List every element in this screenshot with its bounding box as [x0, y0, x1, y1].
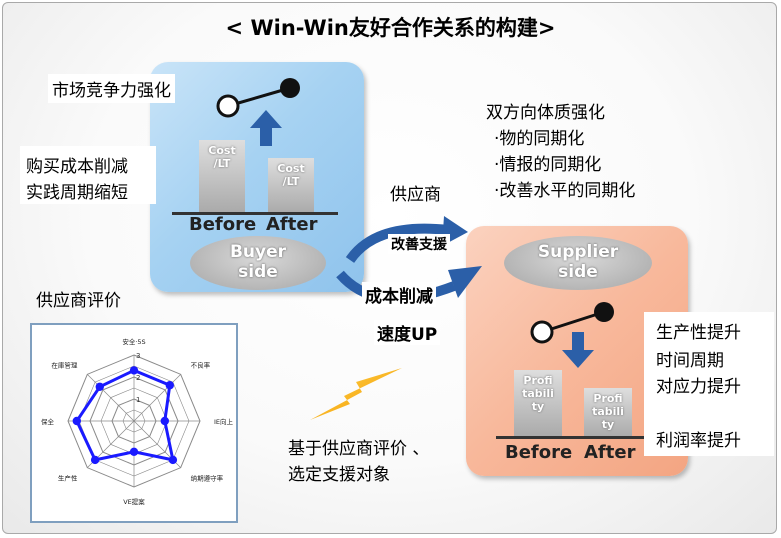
radar-axis-label: IE向上 — [214, 417, 234, 426]
radar-tick-label: 3 — [136, 352, 140, 360]
supplier-before-label: Before — [505, 442, 573, 463]
buyer-cost-line1: 购买成本削减 — [26, 157, 128, 177]
buyer-toggle-graphic — [216, 78, 300, 146]
buyer-after-bar-label: Cost /LT — [277, 162, 305, 188]
supplier-benefit-4: 利润率提升 — [656, 431, 741, 451]
supplier-toggle-graphic — [530, 302, 614, 368]
buyer-after-bar: Cost /LT — [268, 158, 314, 214]
evaluation-note-line2: 选定支援对象 — [288, 465, 390, 485]
sync-item-2: ·情报的同期化 — [494, 155, 602, 175]
slide-title: < Win-Win友好合作关系的构建> — [225, 16, 556, 40]
buyer-cost-panel — [20, 146, 156, 204]
buyer-cost-line2: 实践周期缩短 — [26, 183, 128, 203]
radar-series-line — [75, 368, 175, 462]
supplier-baseline — [496, 436, 656, 439]
radar-axis-label: 保全 — [41, 417, 55, 426]
supplier-before-bar: Profi tabili ty — [514, 370, 562, 438]
flow-support-label: 改善支援 — [388, 234, 450, 254]
radar-data-point — [90, 455, 100, 465]
evaluation-note-line1: 基于供应商评价 、 — [288, 439, 430, 459]
buyer-after-label: After — [266, 214, 318, 235]
supplier-label: 供应商 — [390, 185, 441, 205]
radar-data-point — [165, 381, 174, 390]
supplier-after-label: After — [584, 442, 636, 463]
buyer-competitiveness-label: 市场竞争力强化 — [48, 74, 175, 103]
radar-axis-label: 不良率 — [191, 360, 211, 369]
buyer-baseline — [172, 212, 338, 215]
radar-axis-label: 纳期遵守率 — [191, 474, 224, 483]
supplier-benefit-3: 对应力提升 — [656, 377, 741, 397]
flow-speed-up-label: 速度UP — [374, 320, 441, 345]
radar-data-point — [72, 416, 81, 426]
supplier-after-bar-label: Profi tabili ty — [592, 392, 624, 431]
radar-data-point — [95, 382, 104, 391]
sync-item-1: ·物的同期化 — [494, 129, 585, 149]
evaluation-title: 供应商评价 — [36, 291, 121, 311]
radar-data-point — [129, 366, 139, 375]
supplier-benefits-panel — [644, 312, 774, 456]
buyer-before-bar: Cost /LT — [199, 140, 245, 214]
lightning-icon — [310, 368, 402, 420]
radar-axes — [68, 355, 200, 487]
supplier-after-bar: Profi tabili ty — [584, 388, 632, 438]
radar-axis-label: VE提案 — [123, 497, 145, 506]
supplier-side-badge: Supplier side — [504, 236, 652, 290]
radar-axis-label: 安全·5S — [122, 337, 145, 346]
buyer-side-label: Buyer side — [229, 242, 287, 282]
buyer-before-label: Before — [189, 214, 257, 235]
supplier-side-label: Supplier side — [537, 242, 619, 282]
radar-axis-label: 在庫管理 — [51, 360, 78, 369]
radar-data-point — [129, 447, 139, 456]
radar-axis-label: 生产性 — [58, 474, 78, 483]
radar-axis-line — [133, 374, 181, 422]
radar-chart-panel: 1 2 3 安全·5S 不良率 IE向上纳期遵守率 VE提案 生产性 保全 在庫管理 — [30, 323, 238, 523]
supplier-benefit-2: 时间周期 — [656, 351, 724, 371]
radar-ticks: 1 2 3 — [136, 352, 140, 404]
buyer-before-bar-label: Cost /LT — [208, 144, 236, 170]
flow-cost-reduce-label: 成本削减 — [362, 282, 436, 307]
supplier-before-bar-label: Profi tabili ty — [522, 374, 554, 413]
radar-data-point — [160, 416, 169, 426]
radar-axis-line — [87, 374, 135, 422]
sync-item-3: ·改善水平的同期化 — [494, 181, 636, 201]
radar-data-point — [168, 455, 178, 465]
radar-tick-label: 1 — [136, 396, 140, 404]
buyer-side-badge: Buyer side — [190, 236, 326, 290]
radar-tick-label: 2 — [136, 374, 140, 382]
radar-points — [72, 366, 178, 465]
sync-title: 双方向体质强化 — [486, 103, 605, 123]
supplier-benefit-1: 生产性提升 — [656, 323, 741, 343]
